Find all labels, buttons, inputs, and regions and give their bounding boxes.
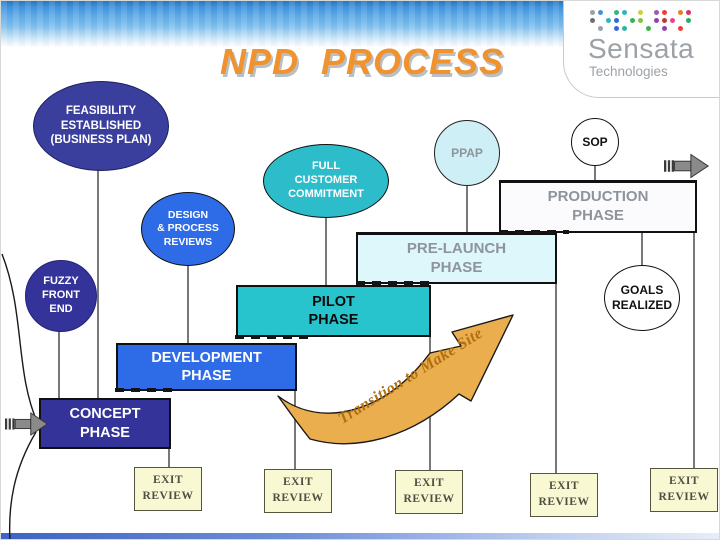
phase-pilot: PILOT PHASE — [236, 285, 431, 337]
dashed-edge-production — [499, 230, 569, 234]
logo-dots-icon — [590, 10, 691, 34]
milestone-goals-realized: GOALS REALIZED — [604, 265, 680, 331]
connector-prelaunch-to-exit4 — [555, 283, 557, 475]
exit-review-box-5: EXIT REVIEW — [650, 468, 718, 512]
milestone-design-reviews: DESIGN & PROCESS REVIEWS — [141, 192, 235, 266]
connector-production-to-exit5 — [693, 232, 695, 470]
phase-pre-launch: PRE-LAUNCH PHASE — [356, 232, 557, 284]
connector-design-to-development — [187, 264, 189, 344]
brand-name: Sensata — [588, 33, 695, 64]
milestone-fuzzy-front-end: FUZZY FRONT END — [25, 260, 97, 332]
exit-review-box-1: EXIT REVIEW — [134, 467, 202, 511]
concept-entry-arrow-icon — [5, 412, 49, 436]
dashed-edge-pilot — [235, 335, 313, 339]
milestone-feasibility: FEASIBILITY ESTABLISHED (BUSINESS PLAN) — [33, 81, 169, 171]
production-exit-arrow-icon — [664, 153, 710, 179]
connector-ppap-to-prelaunch — [466, 185, 468, 234]
connector-concept-to-exit1 — [168, 448, 170, 468]
footer-gradient-bar — [1, 533, 719, 539]
dashed-edge-prelaunch — [356, 281, 434, 285]
milestone-ppap: PPAP — [434, 120, 500, 186]
brand-subname: Technologies — [589, 64, 668, 79]
exit-review-box-3: EXIT REVIEW — [395, 470, 463, 514]
phase-development: DEVELOPMENT PHASE — [116, 343, 297, 391]
connector-feasibility-to-concept — [97, 168, 99, 399]
exit-review-box-4: EXIT REVIEW — [530, 473, 598, 517]
connector-commitment-to-pilot — [325, 216, 327, 286]
milestone-sop: SOP — [571, 118, 619, 166]
dashed-edge-development — [115, 388, 175, 392]
phase-production: PRODUCTION PHASE — [499, 180, 697, 233]
connector-production-to-goals — [641, 232, 643, 266]
slide-title: NPD PROCESS — [219, 41, 505, 82]
exit-review-box-2: EXIT REVIEW — [264, 469, 332, 513]
connector-fuzzy-to-concept — [58, 331, 60, 399]
phase-concept: CONCEPT PHASE — [39, 398, 171, 449]
connector-development-to-exit2 — [294, 390, 296, 470]
logo-panel: Sensata Technologies — [563, 1, 719, 98]
milestone-full-customer-commitment: FULL CUSTOMER COMMITMENT — [263, 144, 389, 218]
connector-sop-to-production — [594, 164, 596, 182]
